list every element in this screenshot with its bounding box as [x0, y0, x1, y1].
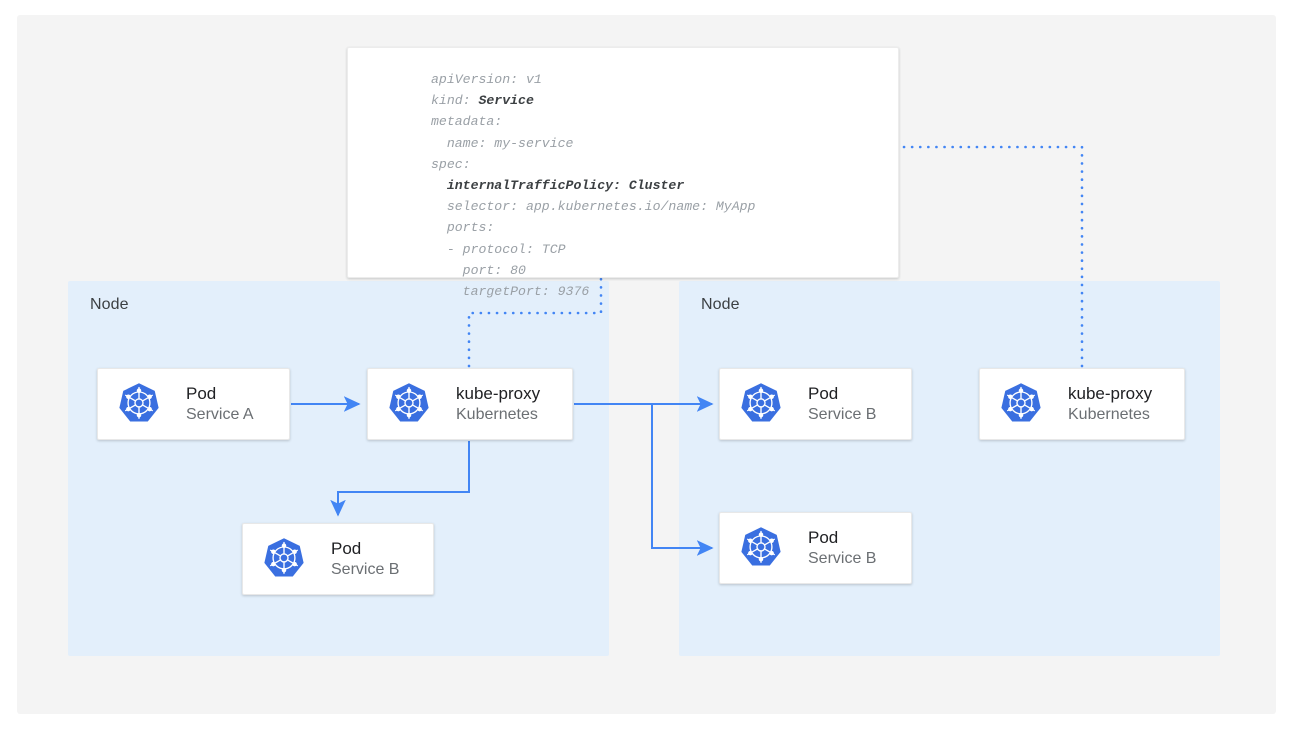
card-pod-service-b-left[interactable]: Pod Service B: [242, 523, 434, 595]
node-left-label: Node: [90, 296, 129, 313]
card-kube-proxy-left[interactable]: kube-proxy Kubernetes: [367, 368, 573, 440]
card-text: kube-proxy Kubernetes: [456, 383, 540, 425]
card-text: kube-proxy Kubernetes: [1068, 383, 1152, 425]
card-kube-proxy-right[interactable]: kube-proxy Kubernetes: [979, 368, 1185, 440]
card-subtitle: Kubernetes: [1068, 405, 1150, 423]
kubernetes-icon: [116, 381, 162, 427]
kubernetes-icon: [738, 381, 784, 427]
node-panel-left: Node: [68, 281, 609, 656]
card-title: Pod: [808, 383, 839, 403]
card-pod-service-b-right-bottom[interactable]: Pod Service B: [719, 512, 912, 584]
card-subtitle: Service A: [186, 405, 254, 423]
card-subtitle: Service B: [808, 405, 877, 423]
card-subtitle: Service B: [331, 560, 400, 578]
node-panel-right: Node: [679, 281, 1220, 656]
card-subtitle: Service B: [808, 549, 877, 567]
card-text: Pod Service B: [808, 527, 876, 569]
card-text: Pod Service B: [808, 383, 876, 425]
card-subtitle: Kubernetes: [456, 405, 538, 423]
service-manifest-code: apiVersion: v1 kind: Service metadata: n…: [431, 72, 756, 300]
card-title: Pod: [808, 527, 839, 547]
node-right-label: Node: [701, 296, 740, 313]
card-pod-service-a[interactable]: Pod Service A: [97, 368, 290, 440]
card-text: Pod Service B: [331, 538, 399, 580]
kubernetes-icon: [998, 381, 1044, 427]
kubernetes-icon: [386, 381, 432, 427]
card-pod-service-b-right-top[interactable]: Pod Service B: [719, 368, 912, 440]
service-manifest-card: apiVersion: v1 kind: Service metadata: n…: [347, 47, 899, 299]
kubernetes-icon: [261, 536, 307, 582]
card-title: kube-proxy: [1068, 383, 1153, 403]
card-title: Pod: [186, 383, 217, 403]
card-title: kube-proxy: [456, 383, 541, 403]
card-text: Pod Service A: [186, 383, 254, 425]
card-title: Pod: [331, 538, 362, 558]
kubernetes-icon: [738, 525, 784, 571]
diagram-canvas: Node Node: [17, 15, 1276, 714]
